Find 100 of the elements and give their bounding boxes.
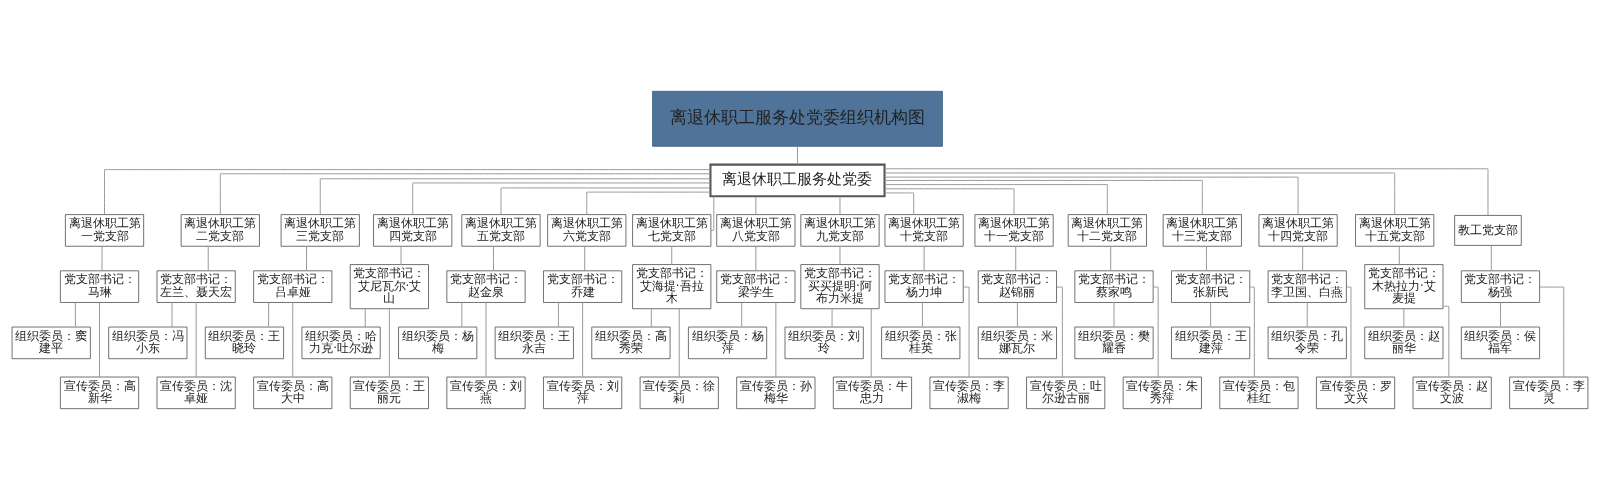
connector [884, 176, 1299, 215]
connector [755, 196, 757, 215]
connector [292, 302, 294, 378]
node-box: 组织委员：冯小东 [108, 326, 188, 360]
node-box: 离退休职工服务处党委组织机构图 [652, 90, 943, 147]
node-box: 离退休职工第十三党支部 [1162, 214, 1242, 247]
connector [1442, 305, 1450, 378]
node-box: 党支部书记：艾尼瓦尔·艾山 [349, 264, 429, 310]
node-box: 宣传委员：罗文兴 [1316, 376, 1396, 410]
node-box: 组织委员：王建萍 [1171, 326, 1251, 360]
node-box: 组织委员：窦建平 [11, 326, 91, 360]
node-box: 党支部书记：杨力坤 [884, 270, 964, 303]
connector [219, 173, 711, 215]
connector [195, 302, 197, 378]
connector [884, 179, 1203, 215]
node-box: 组织委员：高秀荣 [591, 326, 671, 360]
node-box: 组织委员：米娜瓦尔 [977, 326, 1057, 360]
node-box: 宣传委员：刘萍 [543, 376, 623, 410]
node-box: 宣传委员：李淑梅 [929, 376, 1009, 410]
connector [710, 196, 715, 231]
node-box: 党支部书记：左兰、聂天宏 [156, 270, 236, 303]
connector [797, 145, 798, 165]
connector [1398, 245, 1400, 266]
connector [557, 302, 559, 328]
connector [839, 245, 841, 266]
node-box: 宣传委员：朱秀萍 [1122, 376, 1202, 410]
node-box: 离退休职工第六党支部 [547, 214, 627, 247]
node-box: 党支部书记：艾海提·吾拉木 [632, 264, 712, 310]
node-box: 宣传委员：包桂红 [1219, 376, 1299, 410]
connector [1403, 308, 1405, 328]
connector [207, 245, 209, 271]
node-box: 组织委员：王永吉 [494, 326, 574, 360]
connector [584, 245, 586, 271]
node-box: 党支部书记：张新民 [1171, 270, 1251, 303]
node-box: 离退休职工服务处党委 [709, 163, 886, 198]
connector [364, 308, 366, 328]
node-box: 组织委员：侯福军 [1460, 326, 1541, 360]
node-box: 宣传委员：徐莉 [639, 376, 719, 410]
connector [921, 302, 923, 328]
connector [671, 245, 673, 266]
connector [1499, 302, 1501, 328]
node-box: 宣传委员：孙梅华 [736, 376, 816, 410]
connector [99, 302, 101, 378]
connector [884, 168, 1489, 216]
node-box: 离退休职工第十一党支部 [974, 214, 1054, 247]
node-box: 离退休职工第五党支部 [461, 214, 541, 247]
node-box: 宣传委员：沈卓娅 [156, 376, 236, 410]
node-box: 宣传委员：李灵 [1509, 376, 1589, 410]
connector [388, 308, 390, 378]
connector [400, 245, 402, 266]
node-box: 组织委员：樊耀香 [1074, 326, 1154, 360]
node-box: 宣传委员：高大中 [253, 376, 333, 410]
node-box: 离退休职工第二党支部 [180, 214, 260, 247]
node-box: 宣传委员：高新华 [59, 376, 140, 410]
connector [650, 308, 652, 328]
node-box: 党支部书记：梁学生 [716, 270, 796, 303]
node-box: 宣传委员：吐尔逊古丽 [1026, 376, 1106, 410]
node-box: 组织委员：哈力克·吐尔逊 [301, 326, 381, 360]
connector [839, 196, 841, 215]
connector [268, 302, 270, 328]
node-box: 离退休职工第十五党支部 [1355, 214, 1435, 247]
connector [101, 245, 103, 271]
node-box: 离退休职工第九党支部 [800, 214, 880, 247]
connector [1249, 286, 1255, 378]
connector [1346, 286, 1352, 378]
node-box: 离退休职工第三党支部 [280, 214, 360, 247]
connector [461, 302, 463, 328]
connector [1210, 302, 1212, 328]
connector [1539, 286, 1565, 378]
node-box: 党支部书记：蔡家鸣 [1074, 270, 1154, 303]
node-box: 党支部书记：赵锦丽 [977, 270, 1057, 303]
connector [306, 245, 307, 271]
node-box: 党支部书记：吕卓娅 [253, 270, 333, 303]
node-box: 组织委员：杨梅 [398, 326, 478, 360]
connector [74, 302, 76, 328]
node-box: 宣传委员：王丽元 [349, 376, 429, 410]
node-box: 离退休职工第七党支部 [632, 214, 712, 247]
connector [884, 172, 1396, 215]
node-box: 离退休职工第十四党支部 [1258, 214, 1338, 247]
connector [1302, 245, 1304, 271]
node-box: 组织委员：刘玲 [784, 326, 864, 360]
node-box: 宣传委员：刘燕 [446, 376, 526, 410]
connector [1152, 286, 1159, 378]
connector [412, 182, 711, 215]
node-box: 组织委员：赵丽华 [1364, 326, 1444, 360]
node-box: 教工党支部 [1454, 215, 1522, 246]
connector [884, 192, 915, 216]
node-box: 离退休职工第八党支部 [716, 214, 796, 247]
node-box: 组织委员：张桂英 [881, 326, 961, 360]
node-box: 离退休职工第十二党支部 [1067, 214, 1147, 247]
connector [1015, 245, 1017, 271]
connector [1490, 245, 1492, 272]
node-box: 党支部书记：李卫国、白燕 [1267, 270, 1347, 303]
node-box: 宣传委员：赵文波 [1412, 376, 1492, 410]
connector [870, 308, 872, 378]
node-box: 离退休职工第十党支部 [884, 214, 964, 247]
connector [923, 245, 925, 271]
node-box: 党支部书记：杨强 [1460, 270, 1541, 303]
connector [963, 286, 970, 378]
node-box: 党支部书记：乔建 [543, 270, 623, 303]
